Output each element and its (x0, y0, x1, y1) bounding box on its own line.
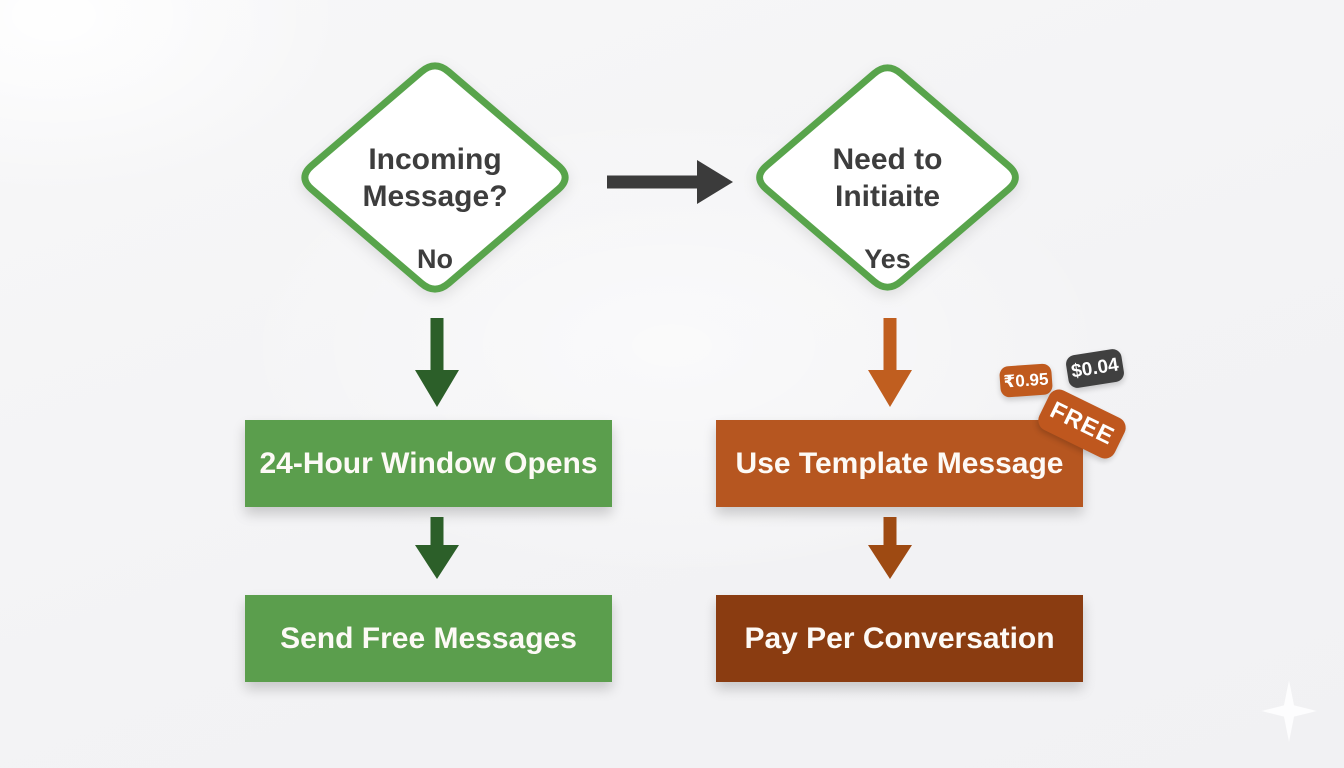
decision-diamond-incoming-message: Incoming Message? No (291, 54, 579, 301)
arrow-down-icon (868, 318, 912, 407)
sparkle-decoration-icon (1261, 680, 1317, 742)
decision-question-line1: Need to (832, 142, 943, 176)
step-box-label: Pay Per Conversation (744, 621, 1055, 655)
step-box-label: Use Template Message (735, 446, 1064, 480)
decision-diamond-need-to-initiate: Need to Initiaite Yes (746, 54, 1029, 301)
decision-answer-label: Yes (864, 244, 911, 274)
price-badge-inr: ₹0.95 (998, 363, 1054, 398)
price-badge-inr-label: ₹0.95 (1002, 368, 1050, 392)
step-box-use-template-message: Use Template Message (716, 420, 1083, 507)
decision-question: Need to Initiaite (746, 54, 1029, 327)
step-box-send-free-messages: Send Free Messages (245, 595, 612, 682)
arrow-down-icon (868, 517, 912, 579)
arrow-down-icon (415, 517, 459, 579)
decision-answer-label: No (417, 244, 453, 274)
decision-question: Incoming Message? (291, 54, 579, 327)
step-box-pay-per-conversation: Pay Per Conversation (716, 595, 1083, 682)
price-badge-usd-label: $0.04 (1069, 353, 1121, 383)
diamond-shape-icon (301, 62, 569, 293)
decision-question-line2: Message? (362, 179, 508, 213)
step-box-label: Send Free Messages (280, 621, 577, 655)
price-badge-usd: $0.04 (1064, 347, 1126, 390)
step-box-24-hour-window: 24-Hour Window Opens (245, 420, 612, 507)
decision-question-line2: Initiaite (834, 179, 940, 213)
arrow-down-icon (415, 318, 459, 407)
arrow-right-icon (607, 160, 733, 204)
decision-question-line1: Incoming (368, 142, 502, 176)
step-box-label: 24-Hour Window Opens (259, 446, 598, 480)
diamond-shape-icon (756, 64, 1019, 291)
